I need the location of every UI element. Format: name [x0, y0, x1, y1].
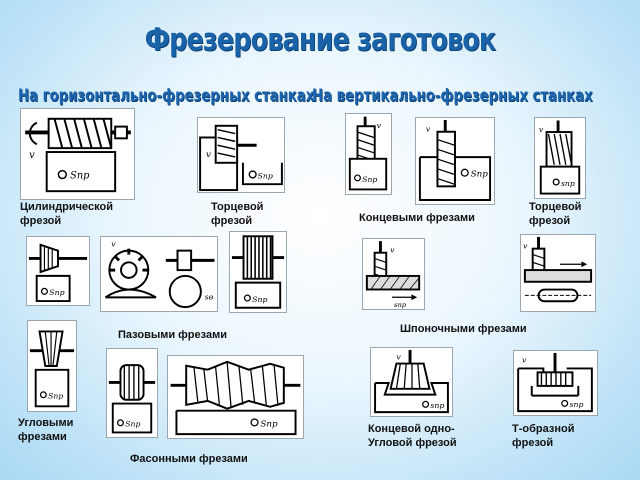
form-cutter-diagram-b: Sпр — [167, 355, 304, 439]
feed-label: Sпр — [70, 170, 90, 181]
feed-label: Sпр — [48, 392, 63, 401]
feed-label: Sпр — [471, 170, 489, 180]
section-vertical-title: На вертикально-фрезерных станках — [312, 86, 593, 106]
vertical-feed-label: sв — [205, 292, 214, 301]
cutting-speed-label: v — [522, 356, 527, 365]
angular-cutter-drawing-b: Sпр — [29, 330, 75, 408]
end-mill-drawing-a: Sпр v — [348, 116, 388, 191]
cutting-speed-label: v — [111, 240, 116, 249]
end-mill-diagram-b: Sпр v — [415, 117, 495, 205]
angular-cutter-diagram-a: Sпр — [26, 236, 90, 306]
face-milling-horizontal-drawing: v Sпр — [199, 124, 283, 192]
feed-label: sпр — [570, 400, 584, 409]
feed-label: Sпр — [252, 295, 267, 304]
cutting-speed-label: v — [396, 353, 401, 362]
gang-slot-cutter-diagram: Sпр — [229, 231, 287, 313]
keyway-label: Шпоночными фрезами — [400, 323, 527, 335]
cutting-speed-label: v — [206, 150, 211, 160]
t-slot-cutter-drawing: sпр v — [517, 352, 593, 413]
feed-label: Sпр — [125, 420, 140, 429]
feed-label: sпр — [394, 301, 407, 309]
slot-gear-cutter-drawing: sв v — [104, 240, 215, 309]
end-one-angle-label: Концевой одно-Угловой фрезой — [368, 423, 457, 449]
form-label: Фасонными фрезами — [130, 453, 248, 465]
cutting-speed-label: v — [523, 242, 528, 251]
cylindrical-milling-drawing: v Sпр — [25, 117, 131, 193]
cutting-speed-label: v — [539, 125, 544, 134]
angular-cutter-diagram-b: Sпр — [27, 320, 77, 412]
cutting-speed-label: v — [377, 121, 382, 130]
t-slot-cutter-diagram: sпр v — [513, 350, 598, 416]
keyway-cutter-diagram-a: sпр v — [362, 238, 425, 310]
keyway-cutter-drawing-b: v — [523, 236, 593, 303]
keyway-cutter-diagram-b: v — [520, 234, 596, 312]
slot-label: Пазовыми фрезами — [118, 329, 227, 341]
form-cutter-drawing-a: Sпр — [108, 364, 156, 434]
form-cutter-drawing-b: Sпр — [170, 360, 301, 436]
feed-label: Sпр — [258, 171, 273, 180]
cutting-speed-label: v — [426, 125, 431, 134]
end-one-angle-cutter-diagram: sпр v — [370, 347, 453, 417]
feed-label: Sпр — [362, 175, 377, 184]
section-horizontal-title: На горизонтально-фрезерных станках — [18, 86, 315, 106]
feed-label: Sпр — [260, 419, 278, 429]
end-mills-label: Концевыми фрезами — [359, 212, 475, 224]
end-one-angle-cutter-drawing: sпр v — [374, 349, 449, 414]
slot-gear-cutter-diagram: sв v — [100, 236, 218, 312]
form-cutter-diagram-a: Sпр — [106, 348, 158, 438]
keyway-cutter-drawing-a: sпр v — [365, 241, 421, 309]
face-milling-vertical-diagram: sпр v — [534, 117, 586, 199]
cutting-speed-label: v — [390, 246, 395, 255]
feed-label: sпр — [561, 179, 575, 188]
feed-label: Sпр — [49, 288, 64, 297]
gang-slot-cutter-drawing: Sпр — [231, 235, 285, 309]
end-mill-diagram-a: Sпр v — [345, 113, 392, 195]
face-milling-vertical-drawing: sпр v — [539, 120, 581, 195]
page-title: Фрезерование заготовок — [144, 22, 496, 58]
angular-cutter-drawing-a: Sпр — [28, 243, 88, 302]
cutting-speed-label: v — [29, 150, 35, 161]
feed-label: sпр — [430, 401, 444, 410]
end-mill-drawing-b: Sпр v — [418, 120, 492, 201]
face-milling-horizontal-diagram: v Sпр — [197, 117, 285, 193]
cylindrical-milling-diagram: v Sпр — [20, 108, 135, 200]
